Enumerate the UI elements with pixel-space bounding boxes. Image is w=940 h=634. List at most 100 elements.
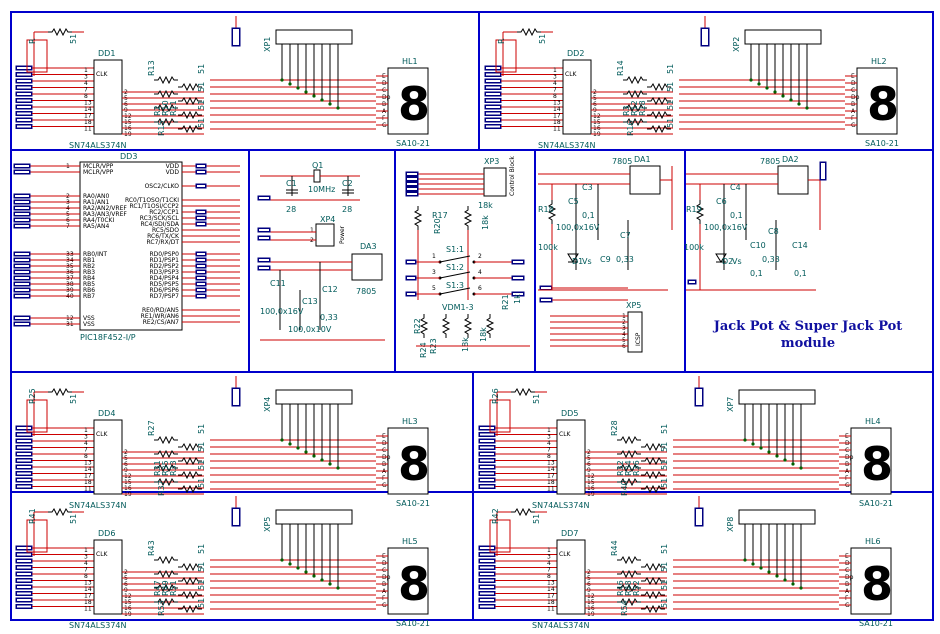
display-body <box>387 547 429 615</box>
series-resistor <box>178 484 202 494</box>
pullup-resistor <box>485 314 495 338</box>
res-value: 51 <box>666 82 675 92</box>
series-resistor <box>154 597 178 607</box>
junction <box>328 582 332 586</box>
clk-label: CLK <box>96 431 109 438</box>
power-label: Power <box>339 225 346 244</box>
chip-pin-number: 17 <box>84 473 92 480</box>
series-resistor <box>178 604 202 614</box>
r19-label: R19 <box>686 205 702 214</box>
res-value: 51 <box>197 562 206 572</box>
mcu-right-pin-name: RD4/PSP4 <box>150 275 180 282</box>
input-connector-inner <box>17 566 31 569</box>
junction <box>775 574 779 578</box>
series-resistor <box>178 456 202 466</box>
r-top-label: R43 <box>147 540 156 556</box>
reg-resistor <box>547 200 557 224</box>
wire-loop <box>495 39 517 73</box>
series-resistor <box>641 562 665 572</box>
input-connector-inner <box>480 440 494 442</box>
series-resistor <box>623 75 647 85</box>
input-connector-inner <box>480 553 494 556</box>
chip-pin-number: 14 <box>547 586 555 593</box>
r-mid-label: R49 <box>161 580 170 596</box>
junction <box>280 438 284 442</box>
display-body <box>387 67 429 135</box>
junction <box>799 586 803 590</box>
input-connector-inner <box>480 433 494 436</box>
rr-value: 51 <box>69 34 78 44</box>
chip-pin-number: 4 <box>547 440 551 447</box>
r-mid-label: R52 <box>632 580 641 596</box>
res-value: 51 <box>197 460 206 470</box>
r-top-label: R14 <box>616 60 625 76</box>
chip-part: SN74ALS374N <box>532 621 590 630</box>
junction <box>791 462 795 466</box>
junction <box>304 90 308 94</box>
chip-pin-number: 11 <box>553 126 561 133</box>
r-mid-label: R2 <box>153 105 162 116</box>
chip-pin-number: 17 <box>553 113 561 120</box>
res-value: 51 <box>660 460 669 470</box>
vcc-connector-inner <box>233 29 239 45</box>
junction <box>320 578 324 582</box>
series-resistor <box>178 590 202 600</box>
display-digit: 8 <box>867 77 899 131</box>
junction <box>743 558 747 562</box>
crystal-ref: Q1 <box>312 161 323 170</box>
reg-body <box>777 165 809 195</box>
r-mid-label: R36 <box>632 460 641 476</box>
chip-pin-number: 11 <box>84 126 92 133</box>
display-ref: HL5 <box>402 537 418 546</box>
chip-pin-number: 18 <box>547 479 555 486</box>
input-connector-inner <box>480 586 494 588</box>
resistor-rr <box>48 507 72 517</box>
chip-pin-number: 1 <box>547 547 551 554</box>
input-connector-inner <box>17 86 31 89</box>
display-block-3: R2551DD4SN74ALS374NCLK134781314171811256… <box>15 376 430 510</box>
res-value: 51 <box>660 544 669 554</box>
series-resistor <box>623 89 647 99</box>
junction <box>296 446 300 450</box>
input-connector-inner <box>17 73 31 76</box>
series-resistor <box>617 477 641 487</box>
input-connector-inner <box>480 599 494 601</box>
switch-pin: 1 <box>432 253 436 260</box>
res-value: 51 <box>197 580 206 590</box>
input-connector-inner <box>17 553 31 556</box>
input-connector-inner <box>17 119 31 121</box>
input-connector-inner <box>17 80 31 82</box>
series-resistor <box>178 442 202 452</box>
switch-lever <box>439 255 471 263</box>
module-title-line2: module <box>781 336 835 351</box>
c9-ref: C9 <box>600 255 611 264</box>
xp3-connector-inner <box>407 188 417 190</box>
chip-pin-number: 3 <box>547 554 551 561</box>
display-part: SA10-21 <box>396 619 430 628</box>
rr-label: R42 <box>491 508 500 524</box>
input-connector-inner <box>480 479 494 481</box>
clk-label: CLK <box>559 551 572 558</box>
c5-value: 100,0x16V <box>556 223 600 232</box>
display-digit: 8 <box>861 437 893 491</box>
header-body <box>744 29 822 45</box>
chip-pin-number: 13 <box>547 580 555 587</box>
input-connector-inner <box>480 472 494 475</box>
res-value: 51 <box>660 478 669 488</box>
c8-value: 0,33 <box>762 255 780 264</box>
chip-pin-number: 13 <box>84 100 92 107</box>
mcu-right-pin-name: RD2/PSP2 <box>150 263 180 270</box>
input-connector-inner <box>486 119 500 121</box>
r18-value: 100k <box>538 243 558 252</box>
input-connector-inner <box>17 547 31 549</box>
input-connector-inner <box>480 459 494 462</box>
mcu-left-pin-name: RB1 <box>83 257 95 264</box>
res-value: 51 <box>666 64 675 74</box>
mcu-right-connector-inner <box>197 223 205 225</box>
junction <box>288 82 292 86</box>
junction <box>759 566 763 570</box>
r-mid-label: R51 <box>169 580 178 596</box>
power-pin-1: 1 <box>310 227 314 234</box>
input-connector-inner <box>486 106 500 108</box>
